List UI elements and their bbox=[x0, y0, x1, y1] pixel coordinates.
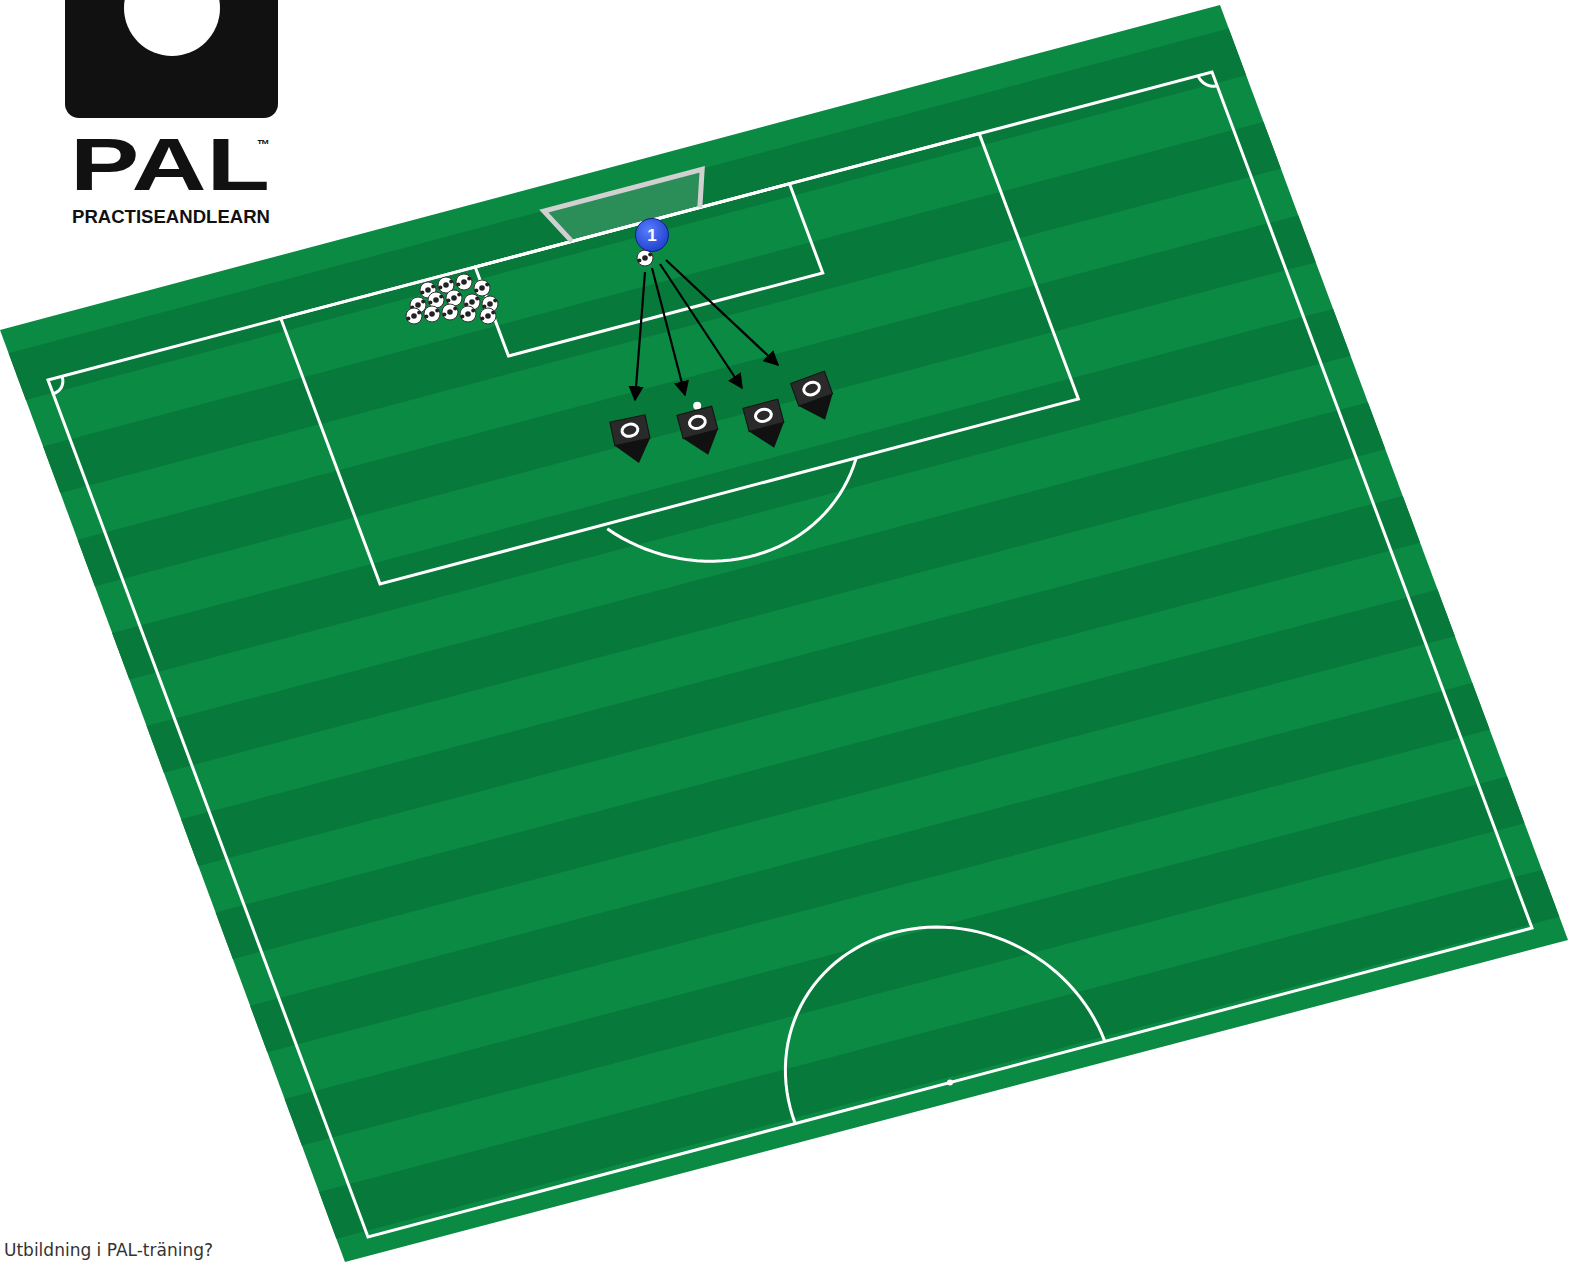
goal bbox=[544, 169, 702, 241]
pitch-stripes bbox=[9, 28, 1560, 1238]
logo-mark bbox=[65, 0, 278, 118]
ball-pile bbox=[406, 274, 498, 324]
corner-arc bbox=[1198, 76, 1217, 86]
pitch-stripe bbox=[319, 870, 1559, 1239]
mannequin bbox=[677, 406, 724, 460]
mannequin bbox=[791, 371, 841, 427]
pitch-lines bbox=[48, 72, 1532, 1237]
pass-arrow bbox=[635, 272, 645, 400]
pass-arrow bbox=[660, 264, 742, 388]
mannequin bbox=[743, 399, 790, 453]
mannequin bbox=[610, 415, 655, 467]
player-number: 1 bbox=[647, 227, 656, 244]
ball bbox=[424, 306, 440, 322]
ball bbox=[460, 306, 476, 322]
pass-arrows bbox=[635, 260, 778, 400]
ball bbox=[637, 250, 653, 266]
pass-arrow bbox=[666, 260, 778, 365]
penalty-box bbox=[281, 134, 1079, 584]
trademark: ™ bbox=[257, 138, 270, 151]
pitch-ground bbox=[0, 5, 1568, 1262]
player-marker: 1 bbox=[635, 218, 669, 252]
ball bbox=[428, 292, 444, 308]
penalty-spot bbox=[693, 402, 701, 410]
touchline bbox=[48, 72, 1532, 1237]
pass-arrow bbox=[652, 268, 685, 395]
ball bbox=[406, 308, 422, 324]
logo-text: PAL bbox=[70, 128, 270, 202]
footer-note: Utbildning i PAL-träning? bbox=[4, 1242, 213, 1259]
corner-arc bbox=[53, 376, 63, 393]
mannequins bbox=[610, 371, 840, 467]
center-spot bbox=[947, 1080, 953, 1086]
center-circle bbox=[785, 927, 1104, 1124]
ball bbox=[474, 280, 490, 296]
logo-tagline: PRACTISEANDLEARN bbox=[72, 207, 270, 226]
ball bbox=[442, 304, 458, 320]
ball bbox=[480, 308, 496, 324]
penalty-arc bbox=[607, 458, 856, 561]
ball bbox=[456, 274, 472, 290]
ball bbox=[446, 290, 462, 306]
